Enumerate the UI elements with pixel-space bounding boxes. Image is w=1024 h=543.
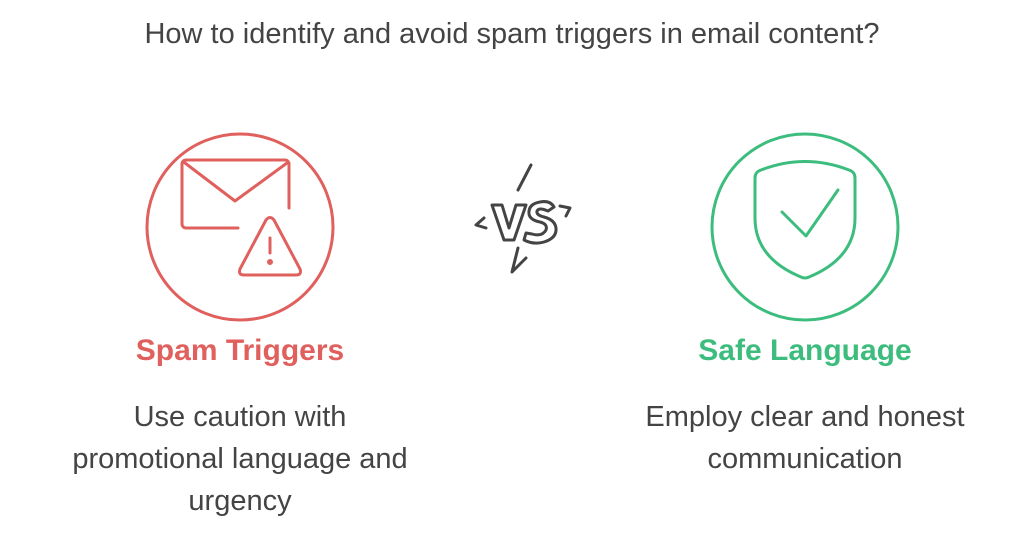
page-title: How to identify and avoid spam triggers …: [144, 18, 880, 50]
safe-language-icon: [710, 132, 900, 322]
checkmark-icon: [780, 188, 840, 238]
envelope-icon: [180, 158, 291, 230]
description-line: communication: [707, 443, 903, 475]
shield-icon: [753, 160, 857, 280]
left-circle: [145, 132, 335, 322]
description-line: promotional language and: [72, 443, 408, 475]
description-line: Use caution with: [133, 401, 347, 433]
spam-triggers-description: Use caution with promotional language an…: [10, 396, 470, 522]
safe-language-heading: Safe Language: [698, 334, 912, 367]
description-line: Employ clear and honest: [645, 401, 965, 433]
description-line: urgency: [188, 485, 292, 517]
vs-icon: [474, 163, 572, 274]
spam-triggers-heading: Spam Triggers: [135, 334, 345, 367]
right-circle: [710, 132, 900, 322]
spam-triggers-icon: [145, 132, 335, 322]
warning-icon: [238, 216, 302, 277]
safe-language-description: Employ clear and honest communication: [575, 396, 1024, 480]
